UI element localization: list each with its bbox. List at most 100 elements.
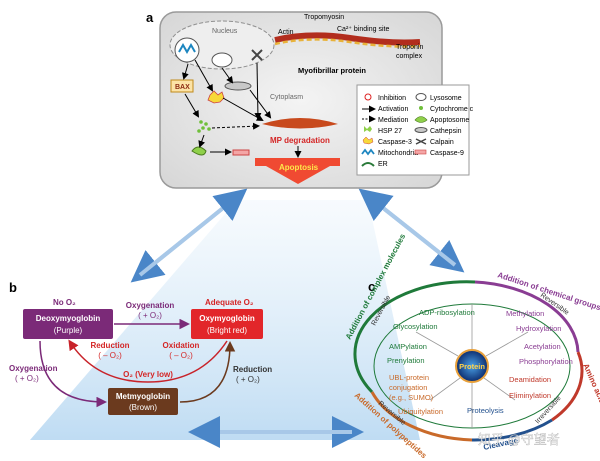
tropomyosin-label: Tropomyosin xyxy=(304,14,344,21)
cytochrome-c-icon xyxy=(197,120,211,133)
legend-mitochondria: Mitochondria xyxy=(378,150,418,157)
legend-er: ER xyxy=(378,161,388,168)
item-adp-ribosylation: ADP-ribosylation xyxy=(419,308,475,317)
deoxy-to-met-arrow xyxy=(39,340,107,408)
myofibrillar-protein-label: Myofibrillar protein xyxy=(298,66,366,75)
legend-cathepsin: Cathepsin xyxy=(430,128,462,135)
item-glycosylation: Glycosylation xyxy=(393,322,438,331)
oxygenation-top-sub: ( + O₂) xyxy=(138,311,162,320)
oxymyoglobin-box xyxy=(191,309,263,339)
spokes xyxy=(415,304,529,428)
item-ubl-3: (e.g., SUMO) xyxy=(389,393,434,402)
apoptosome-icon xyxy=(191,146,207,156)
actin-label: Actin xyxy=(278,29,294,36)
oxymyoglobin-label: Oxymyoglobin xyxy=(199,314,255,323)
legend-lysosome: Lysosome xyxy=(430,95,462,102)
legend-box xyxy=(356,84,470,176)
mp-degradation-label: MP degradation xyxy=(270,136,330,145)
apoptosis-arrow xyxy=(255,158,340,184)
oxidation-mid-label: Oxidation xyxy=(163,341,200,350)
cathepsin-legend-icon xyxy=(414,127,428,133)
legend-caspase-9: Caspase-9 xyxy=(430,150,464,157)
calpain-legend-icon xyxy=(415,138,427,145)
bax-label: BAX xyxy=(175,84,190,91)
calpain-icon xyxy=(251,49,263,61)
green-outer-arc xyxy=(353,280,476,394)
oxygenation-left-sub: ( + O₂) xyxy=(15,374,39,383)
legend: Inhibition Activation Mediation HSP 27 C… xyxy=(361,93,474,168)
met-to-oxy-arrow xyxy=(179,341,236,403)
item-ubl-2: conjugation xyxy=(389,383,427,392)
item-methylation: Methylation xyxy=(506,309,544,318)
item-prenylation: Prenylation xyxy=(387,356,425,365)
item-ubiquitylation: Ubiquitylation xyxy=(398,407,443,416)
reduction-mid-label: Reduction xyxy=(90,341,129,350)
legend-cytochrome-c: Cytochrome c xyxy=(430,106,474,113)
troponin-label: Troponin xyxy=(396,44,423,51)
item-hydroxylation: Hydroxylation xyxy=(516,324,561,333)
metmyoglobin-label: Metmyoglobin xyxy=(116,392,170,401)
protein-ball xyxy=(455,349,489,383)
pathway-arrows xyxy=(182,59,302,158)
actin-filament xyxy=(274,32,421,46)
lysosome-legend-icon xyxy=(415,93,427,101)
item-phosphorylation: Phosphorylation xyxy=(519,357,573,366)
inhibition-icon xyxy=(364,93,372,101)
apoptosis-label: Apoptosis xyxy=(279,163,319,172)
legend-inhibition: Inhibition xyxy=(378,95,406,102)
caspase-9-icon xyxy=(232,149,250,156)
cathepsin-icon xyxy=(224,81,252,91)
reduction-right-label: Reduction xyxy=(233,365,272,374)
reduction-mid-sub: ( – O₂) xyxy=(98,351,122,360)
metmyoglobin-box xyxy=(108,388,178,415)
blue-outer-arc xyxy=(471,418,553,442)
o2-very-low-label: O₂ (Very low) xyxy=(123,370,173,379)
item-ampylation: AMPylation xyxy=(389,342,427,351)
troponin-complex-label: complex xyxy=(396,53,423,60)
panel-a: a Nucleus Cytoplasm Actin Tropomyosin Ca… xyxy=(146,10,474,189)
complex-items: ADP-ribosylation Glycosylation AMPylatio… xyxy=(387,308,475,365)
caspase-3-legend-icon xyxy=(362,136,374,145)
caspase-9-legend-icon xyxy=(414,149,427,155)
amino-items: Deamidation Eliminylation xyxy=(509,375,551,400)
panel-c-label: c xyxy=(368,279,375,294)
apoptosome-legend-icon xyxy=(414,116,428,123)
legend-caspase-3: Caspase-3 xyxy=(378,139,412,146)
watermark: 知乎 @守望者 xyxy=(478,432,560,447)
red-outer-arc xyxy=(551,351,584,422)
oxidation-mid-sub: ( – O₂) xyxy=(169,351,193,360)
legend-hsp27: HSP 27 xyxy=(378,128,402,135)
deoxymyoglobin-label: Deoxymyoglobin xyxy=(36,314,101,323)
metmyoglobin-color: (Brown) xyxy=(129,403,157,412)
panel-b: b No O₂ Adequate O₂ Deoxymyoglobin (Purp… xyxy=(9,280,272,415)
amino-acid-label: Amino acid modifications xyxy=(581,362,600,455)
item-deamidation: Deamidation xyxy=(509,375,551,384)
item-ubl-1: UBL-protein xyxy=(389,373,429,382)
er-icon xyxy=(361,162,375,167)
nucleus-label: Nucleus xyxy=(212,28,238,35)
low-o2-arc xyxy=(68,339,228,383)
oxymyoglobin-color: (Bright red) xyxy=(207,326,247,335)
orange-outer-arc xyxy=(370,391,473,442)
degraded-protein xyxy=(262,118,338,129)
ca-binding-label: Ca²⁺ binding site xyxy=(337,26,389,33)
panel-b-label: b xyxy=(9,280,17,295)
item-acetylation: Acetylation xyxy=(524,342,561,351)
deoxymyoglobin-box xyxy=(23,309,113,339)
cytoplasm-label: Cytoplasm xyxy=(270,94,303,101)
legend-calpain: Calpain xyxy=(430,139,454,146)
panel-a-label: a xyxy=(146,10,154,25)
legend-activation: Activation xyxy=(378,106,408,113)
no-o2-label: No O₂ xyxy=(53,298,76,307)
polypeptide-items: UBL-protein conjugation (e.g., SUMO) Ubi… xyxy=(389,373,443,416)
protein-label: Protein xyxy=(459,362,485,371)
chemical-items: Methylation Hydroxylation Acetylation Ph… xyxy=(506,309,573,366)
hsp27-icon xyxy=(364,126,372,132)
deoxymyoglobin-color: (Purple) xyxy=(54,326,83,335)
oxygenation-top-label: Oxygenation xyxy=(126,301,175,310)
legend-apoptosome: Apoptosome xyxy=(430,117,469,124)
item-eliminylation: Eliminylation xyxy=(509,391,551,400)
lysosome-icon xyxy=(211,52,233,68)
